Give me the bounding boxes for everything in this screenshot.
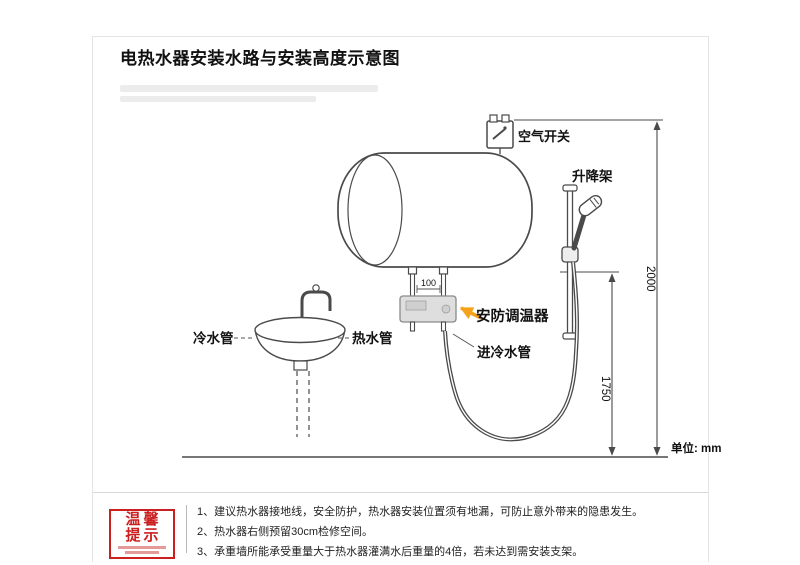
shower-lift-rack bbox=[443, 184, 603, 442]
warm-tips-box: 温馨 提示 bbox=[109, 509, 175, 559]
pipe-spacing-dimension bbox=[416, 285, 441, 293]
cold-inlet-pipe-label: 进冷水管 bbox=[477, 344, 531, 360]
thermostat-pointer-arrow bbox=[459, 306, 482, 320]
pipe-label-pointers bbox=[234, 333, 475, 348]
heater-outlet-pipes bbox=[407, 266, 449, 297]
dimension-1750: 1750 bbox=[599, 376, 611, 402]
shower-head bbox=[578, 194, 603, 217]
dimension-lines bbox=[514, 119, 663, 456]
warm-tips-fineprint-line2 bbox=[125, 551, 159, 554]
thermostat-unit bbox=[399, 295, 457, 332]
water-heater-tank bbox=[337, 152, 533, 268]
tip-item-2: 2、热水器右侧预留30cm检修空间。 bbox=[197, 526, 374, 538]
shower-handle bbox=[571, 212, 587, 251]
warm-tips-title-line2: 提示 bbox=[125, 527, 162, 544]
unit-label: 单位: mm bbox=[671, 441, 721, 455]
hot-pipe-label: 热水管 bbox=[352, 330, 393, 346]
thermostat-label: 安防调温器 bbox=[476, 307, 549, 325]
tip-item-1: 1、建议热水器接地线，安全防护，热水器安装位置须有地漏，可防止意外带来的隐患发生… bbox=[197, 506, 644, 518]
dimension-100: 100 bbox=[421, 278, 436, 288]
installation-diagram: 2000 1750 单位: mm 空气开关 bbox=[182, 114, 721, 458]
cold-pipe-label: 冷水管 bbox=[193, 330, 234, 346]
faded-subtext-line-2 bbox=[120, 96, 316, 102]
warm-tips-fineprint-line1 bbox=[118, 546, 166, 549]
wash-basin bbox=[254, 284, 346, 437]
warm-tips-title-line1: 温馨 bbox=[125, 511, 162, 528]
air-switch-label: 空气开关 bbox=[518, 129, 570, 144]
tip-item-3: 3、承重墙所能承受重量大于热水器灌满水后重量的4倍，若未达到需安装支架。 bbox=[197, 546, 584, 558]
tips-divider bbox=[186, 505, 187, 553]
tips-section: 温馨 提示 1、建议热水器接地线，安全防护，热水器安装位置须有地漏，可防止意外带… bbox=[93, 492, 708, 562]
dimension-2000: 2000 bbox=[644, 266, 656, 292]
tips-list: 1、建议热水器接地线，安全防护，热水器安装位置须有地漏，可防止意外带来的隐患发生… bbox=[197, 506, 702, 565]
page-title: 电热水器安装水路与安装高度示意图 bbox=[120, 49, 400, 68]
air-switch-device bbox=[486, 114, 514, 154]
faded-subtext-line-1 bbox=[120, 85, 378, 92]
lift-rack-label: 升降架 bbox=[572, 168, 613, 184]
